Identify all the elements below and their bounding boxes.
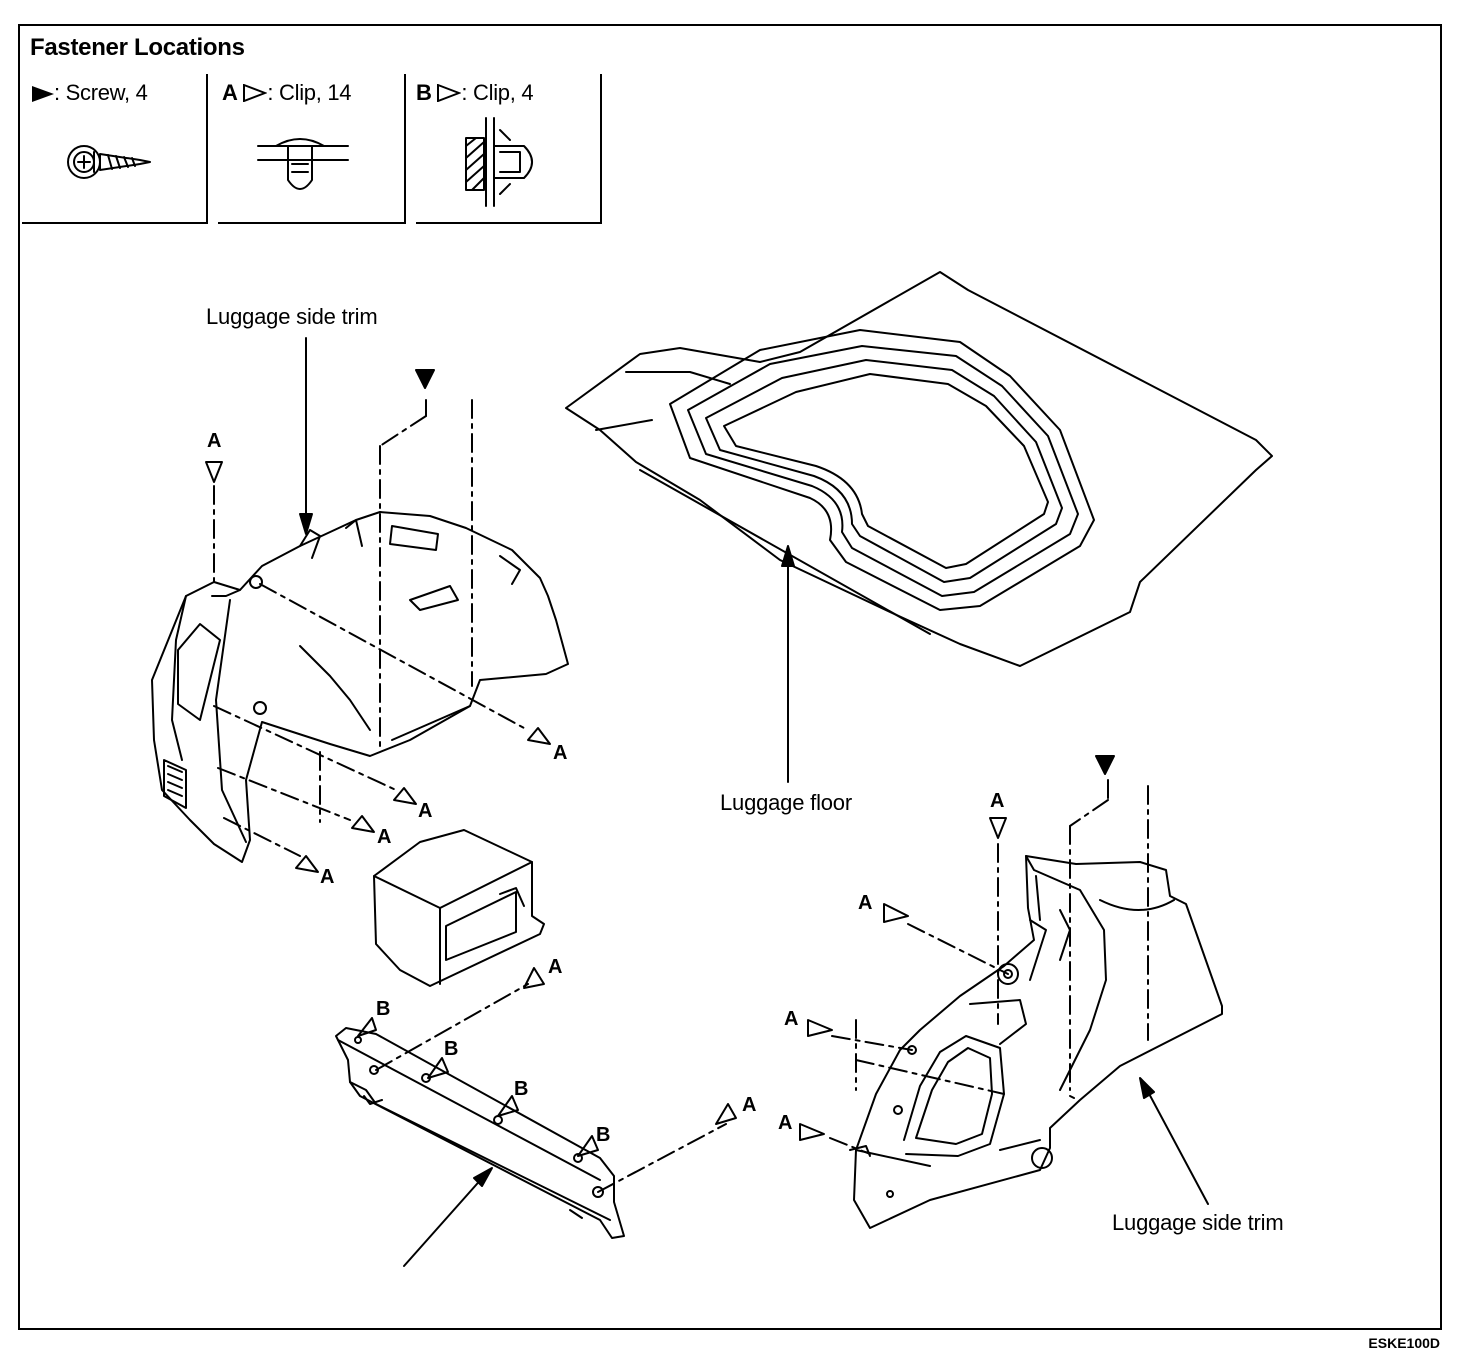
screw-marker-icon	[32, 86, 54, 102]
figure-frame	[18, 24, 1442, 1330]
legend-clip-b-label: : Clip, 4	[461, 80, 534, 105]
legend-clip-b-prefix: B	[416, 80, 432, 105]
clip-a-label: A	[377, 826, 392, 848]
callout-luggage-floor: Luggage floor	[720, 790, 852, 815]
clip-a-label: A	[858, 892, 873, 914]
screw-icon	[67, 145, 151, 179]
left-side-trim	[151, 511, 569, 863]
clip-b-marker-icon	[437, 82, 463, 103]
finisher-fastener-lines	[375, 983, 727, 1193]
clip-a-label: A	[990, 790, 1005, 812]
legend-clip-b: B : Clip, 4	[416, 80, 534, 106]
legend-clip-a-prefix: A	[222, 80, 238, 105]
right-side-trim	[849, 855, 1223, 1229]
callout-luggage-side-trim-right: Luggage side trim	[1112, 1210, 1284, 1235]
clip-a-label: A	[778, 1112, 793, 1134]
right-trim-leader	[1139, 1077, 1209, 1205]
luggage-floor-panel	[565, 271, 1273, 667]
left-fastener-lines	[213, 399, 525, 857]
legend-cell-clip-a	[218, 74, 406, 224]
clip-b-label: B	[514, 1078, 529, 1100]
figure-code: ESKE100D	[1368, 1335, 1440, 1351]
clip-a-label: A	[548, 956, 563, 978]
clip-a-label: A	[320, 866, 335, 888]
legend-cell-screw	[22, 74, 208, 224]
clip-b-label: B	[596, 1124, 611, 1146]
clip-a-label: A	[418, 800, 433, 822]
clip-b-label: B	[376, 998, 391, 1020]
side-clip-icon	[465, 117, 533, 207]
clip-a-label: A	[784, 1008, 799, 1030]
push-clip-icon	[257, 138, 349, 190]
callout-luggage-side-trim-left: Luggage side trim	[206, 304, 378, 329]
rear-finisher	[335, 1027, 625, 1239]
clip-b-markers	[357, 1017, 599, 1157]
legend-clip-a-label: : Clip, 14	[267, 80, 352, 105]
clip-a-markers	[205, 461, 1007, 1141]
legend-cell-clip-b	[416, 74, 602, 224]
legend-clip-a: A : Clip, 14	[222, 80, 352, 106]
right-fastener-lines	[829, 779, 1149, 1155]
legend-screw-label: : Screw, 4	[54, 80, 148, 105]
clip-a-marker-icon	[243, 82, 269, 103]
legend-screw: : Screw, 4	[32, 80, 148, 106]
screw-marker-right	[1095, 755, 1115, 775]
left-trim-leader	[299, 337, 313, 535]
clip-b-label: B	[444, 1038, 459, 1060]
clip-a-label: A	[553, 742, 568, 764]
clip-a-label: A	[742, 1094, 757, 1116]
finisher-leader	[403, 1167, 493, 1267]
storage-box	[373, 829, 545, 987]
page-title: Fastener Locations	[30, 34, 245, 61]
clip-a-label: A	[207, 430, 222, 452]
screw-marker-left	[415, 369, 435, 389]
luggage-floor-leader	[781, 545, 795, 783]
